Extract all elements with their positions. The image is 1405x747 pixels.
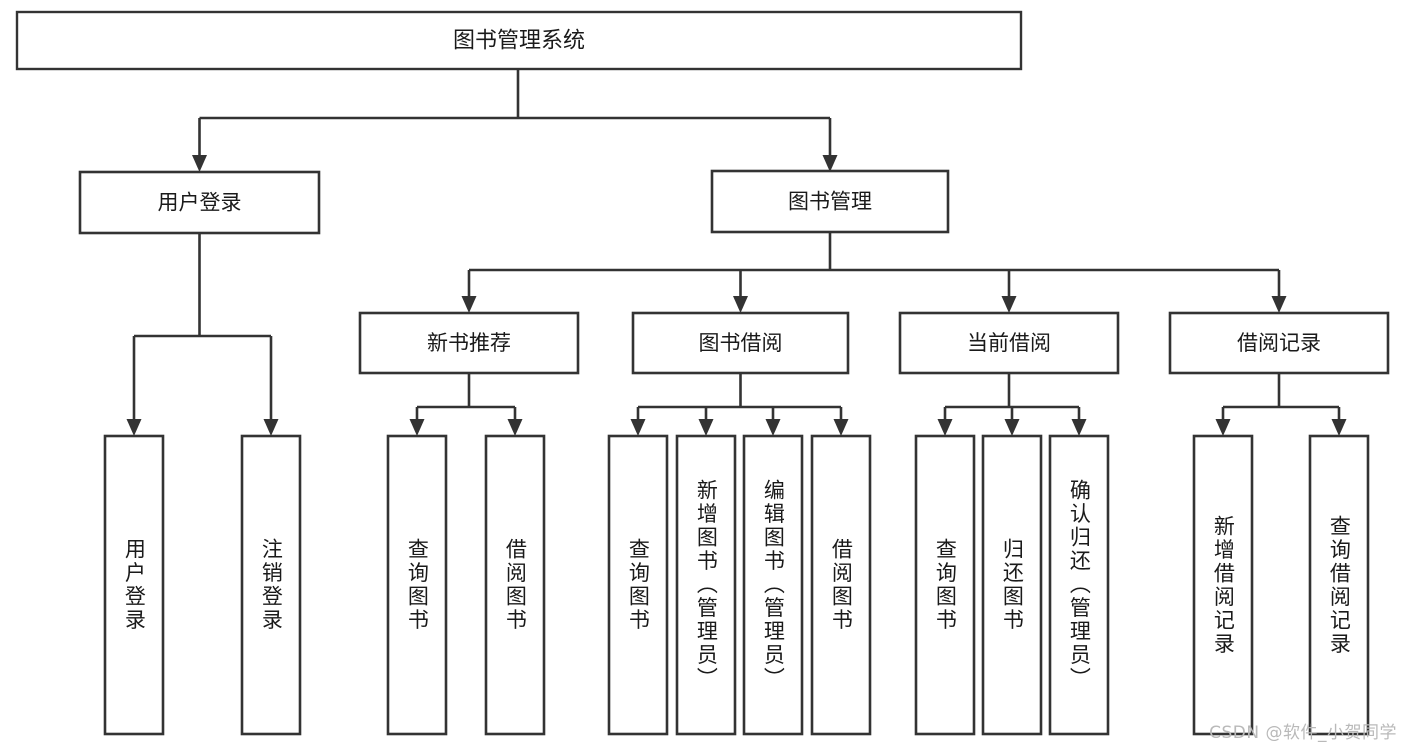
- node-box[interactable]: [631, 311, 850, 375]
- node-label: 图书借阅: [699, 331, 783, 355]
- edges-book-borrow-to-leaves: [630, 373, 849, 436]
- node-box[interactable]: [240, 434, 302, 736]
- node-box[interactable]: [898, 311, 1120, 375]
- arrow-head-icon: [1215, 419, 1231, 436]
- node-leaf-query-book-3[interactable]: [914, 434, 976, 736]
- node-user-login[interactable]: 用户登录: [78, 170, 321, 235]
- node-box[interactable]: [358, 311, 580, 375]
- connector-layer: [126, 69, 1347, 436]
- node-leaf-borrow-book-1[interactable]: [484, 434, 546, 736]
- node-box[interactable]: [742, 434, 804, 736]
- arrow-head-icon: [507, 419, 523, 436]
- arrow-head-icon: [461, 296, 477, 313]
- node-box[interactable]: [78, 170, 321, 235]
- node-box[interactable]: [484, 434, 546, 736]
- arrow-head-icon: [409, 419, 425, 436]
- node-borrow-record[interactable]: 借阅记录: [1168, 311, 1390, 375]
- node-leaf-query-book-2[interactable]: [607, 434, 669, 736]
- node-box[interactable]: [1168, 311, 1390, 375]
- edges-book-manage-to-level3: [461, 232, 1287, 313]
- node-box[interactable]: [1308, 434, 1370, 736]
- node-box[interactable]: [810, 434, 872, 736]
- arrow-head-icon: [1001, 296, 1017, 313]
- edges-borrow-record-to-leaves: [1215, 373, 1347, 436]
- arrow-head-icon: [1271, 296, 1287, 313]
- arrow-head-icon: [733, 296, 748, 313]
- arrow-head-icon: [822, 155, 838, 172]
- node-leaf-query-book-1[interactable]: [386, 434, 448, 736]
- node-box[interactable]: [914, 434, 976, 736]
- edges-user-login-to-leaves: [126, 233, 279, 436]
- arrow-head-icon: [1331, 419, 1347, 436]
- node-label: 当前借阅: [967, 331, 1051, 355]
- node-label: 图书管理系统: [453, 29, 585, 54]
- arrow-head-icon: [630, 419, 646, 436]
- node-leaf-logout-login[interactable]: [240, 434, 302, 736]
- node-label: 用户登录: [158, 191, 242, 215]
- node-leaf-add-record[interactable]: [1192, 434, 1254, 736]
- arrow-head-icon: [126, 419, 142, 436]
- node-leaf-borrow-book-2[interactable]: [810, 434, 872, 736]
- node-leaf-edit-book[interactable]: [742, 434, 804, 736]
- edges-current-borrow-to-leaves: [937, 373, 1087, 436]
- node-box[interactable]: [607, 434, 669, 736]
- watermark-text: CSDN @软件_小贺同学: [1209, 723, 1397, 743]
- arrow-head-icon: [1004, 419, 1020, 436]
- arrow-head-icon: [698, 419, 714, 436]
- node-box[interactable]: [386, 434, 448, 736]
- arrow-head-icon: [833, 419, 849, 436]
- node-box[interactable]: [981, 434, 1043, 736]
- arrow-head-icon: [192, 155, 207, 172]
- node-book-borrow[interactable]: 图书借阅: [631, 311, 850, 375]
- edges-new-book-recommend-to-leaves: [409, 373, 523, 436]
- node-leaf-confirm-return[interactable]: [1048, 434, 1110, 736]
- node-box[interactable]: [675, 434, 737, 736]
- node-leaf-user-login[interactable]: [103, 434, 165, 736]
- edges-root-to-level2: [192, 69, 838, 172]
- arrow-head-icon: [937, 419, 953, 436]
- node-leaf-return-book[interactable]: [981, 434, 1043, 736]
- node-label: 新书推荐: [427, 331, 511, 355]
- arrow-head-icon: [765, 419, 781, 436]
- node-new-book-recommend[interactable]: 新书推荐: [358, 311, 580, 375]
- node-root[interactable]: 图书管理系统: [15, 10, 1023, 71]
- node-leaf-query-record[interactable]: [1308, 434, 1370, 736]
- node-box[interactable]: [103, 434, 165, 736]
- node-leaf-add-book[interactable]: [675, 434, 737, 736]
- node-label: 图书管理: [788, 190, 872, 214]
- node-label: 借阅记录: [1237, 331, 1321, 355]
- node-box[interactable]: [1048, 434, 1110, 736]
- arrow-head-icon: [1071, 419, 1087, 436]
- arrow-head-icon: [263, 419, 279, 436]
- node-current-borrow[interactable]: 当前借阅: [898, 311, 1120, 375]
- node-box[interactable]: [1192, 434, 1254, 736]
- node-book-manage[interactable]: 图书管理: [710, 169, 950, 234]
- node-box[interactable]: [710, 169, 950, 234]
- node-box[interactable]: [15, 10, 1023, 71]
